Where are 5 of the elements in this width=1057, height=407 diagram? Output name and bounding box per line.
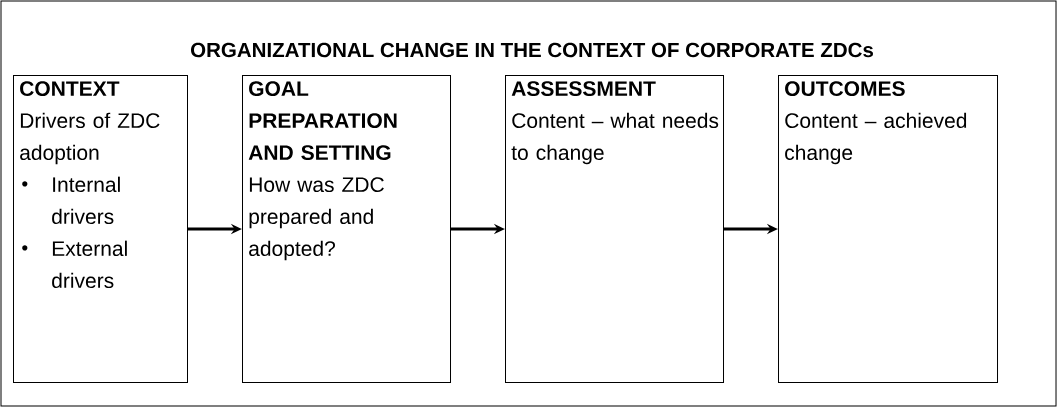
process-box: CONTEXT Drivers of ZDC adoption Internal drivers External drivers <box>13 75 188 383</box>
process-box: ASSESSMENT Content – what needs to change <box>505 75 724 383</box>
title: ORGANIZATIONAL CHANGE IN THE CONTEXT OF CORPORATE ZDCs <box>191 42 873 58</box>
process-box: GOAL PREPARATION AND SETTING How was ZDC prepared and adopted? <box>242 75 451 383</box>
process-box: OUTCOMES Content – achieved change <box>778 75 998 383</box>
